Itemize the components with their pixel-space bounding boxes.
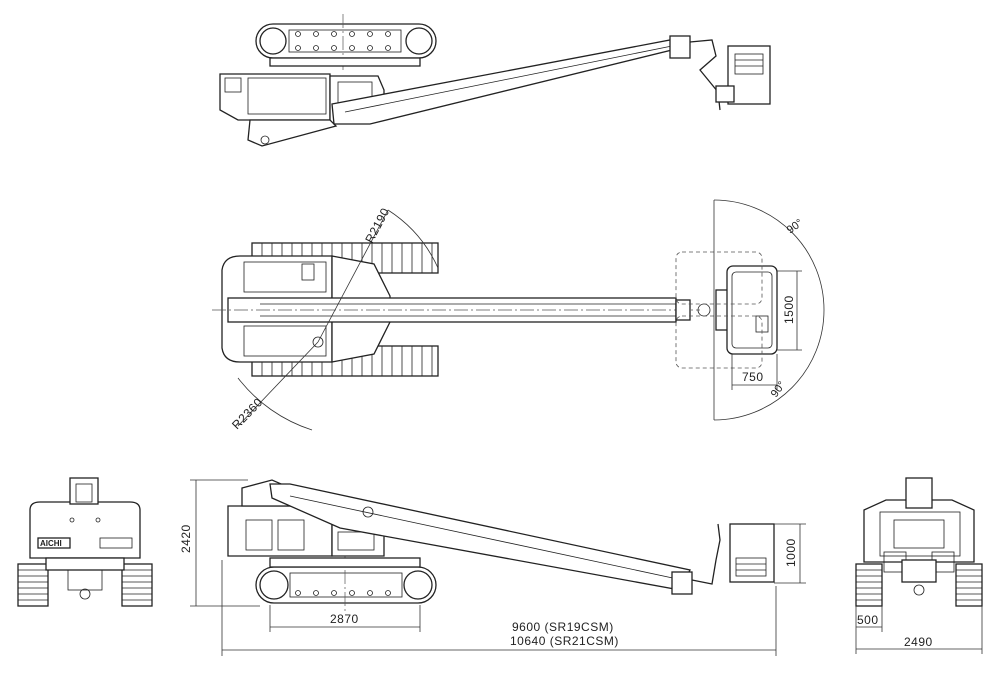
track-width-label: 500 [857,613,879,627]
swing-radius-rear-label: R2360 [229,395,265,432]
platform-height-label: 1000 [784,538,798,567]
swing-radius-front-label: R2190 [362,205,392,245]
rear-view [17,477,153,607]
front-view [855,477,983,654]
track-length-label: 2870 [330,612,359,626]
side-view-boom-raised [219,14,771,147]
side-view-stowed [190,479,806,656]
length-sr21-label: 10640 (SR21CSM) [510,634,619,648]
height-total-label: 2420 [179,524,193,553]
rotation-angle-bottom-label: 90° [769,379,788,400]
platform-depth-label: 750 [742,370,764,384]
overall-width-label: 2490 [904,635,933,649]
rotation-angle-top-label: 90° [785,217,806,236]
platform-width-label: 1500 [782,295,796,324]
brand-mark-label: AICHI [40,539,62,548]
plan-view [212,199,825,431]
length-sr19-label: 9600 (SR19CSM) [512,620,614,634]
